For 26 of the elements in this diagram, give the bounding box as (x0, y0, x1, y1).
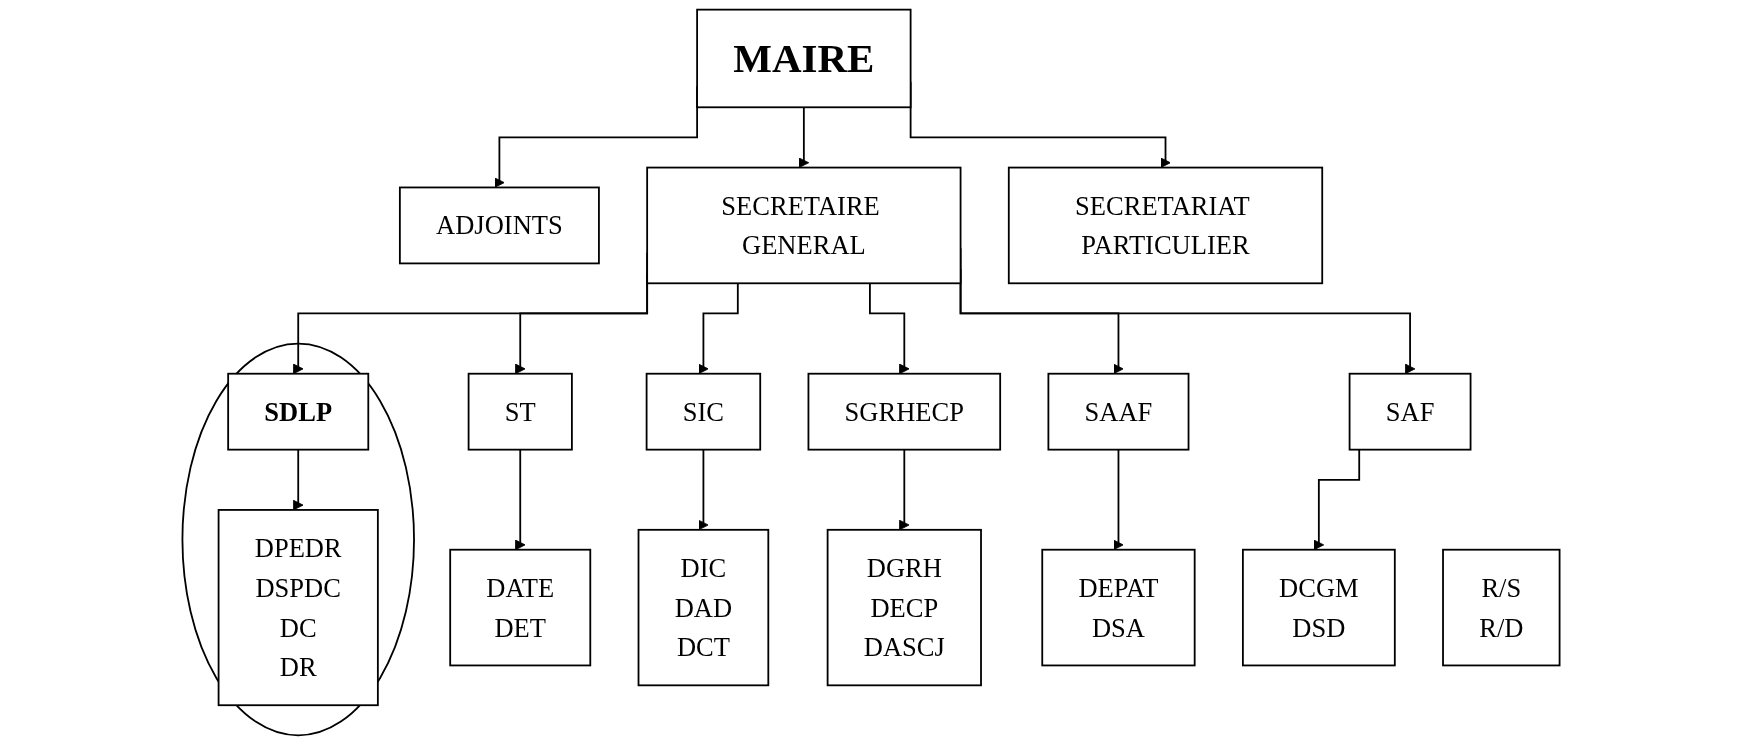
arrow (798, 106, 810, 169)
node-box: MAIRE (696, 8, 912, 109)
node-box: SAAF (1047, 372, 1190, 451)
node-box: DATE DET (449, 548, 592, 667)
arrow (869, 282, 910, 375)
arrow (698, 282, 739, 375)
node-box: ADJOINTS (398, 186, 600, 265)
node-box: DCGM DSD (1242, 548, 1396, 667)
node-box: DIC DAD DCT (637, 528, 770, 687)
arrow (1113, 448, 1124, 551)
node-box: SECRETAIRE GENERAL (646, 166, 962, 285)
node-box: R/S R/D (1442, 548, 1561, 667)
node-box: DEPAT DSA (1041, 548, 1196, 667)
arrow (698, 448, 709, 531)
arrow (899, 448, 910, 531)
node-box: DGRH DECP DASCJ (826, 528, 982, 687)
arrow (292, 448, 304, 511)
arrow (1313, 448, 1361, 551)
node-box: SDLP (227, 372, 370, 451)
node-box: SIC (645, 372, 762, 451)
node-box: SECRETARIAT PARTICULIER (1007, 166, 1324, 285)
node-box: DPEDR DSPDC DC DR (217, 509, 379, 707)
node-box: SAF (1348, 372, 1472, 451)
node-box: SGRHECP (807, 372, 1002, 451)
arrow (514, 448, 526, 551)
node-box: ST (467, 372, 573, 451)
